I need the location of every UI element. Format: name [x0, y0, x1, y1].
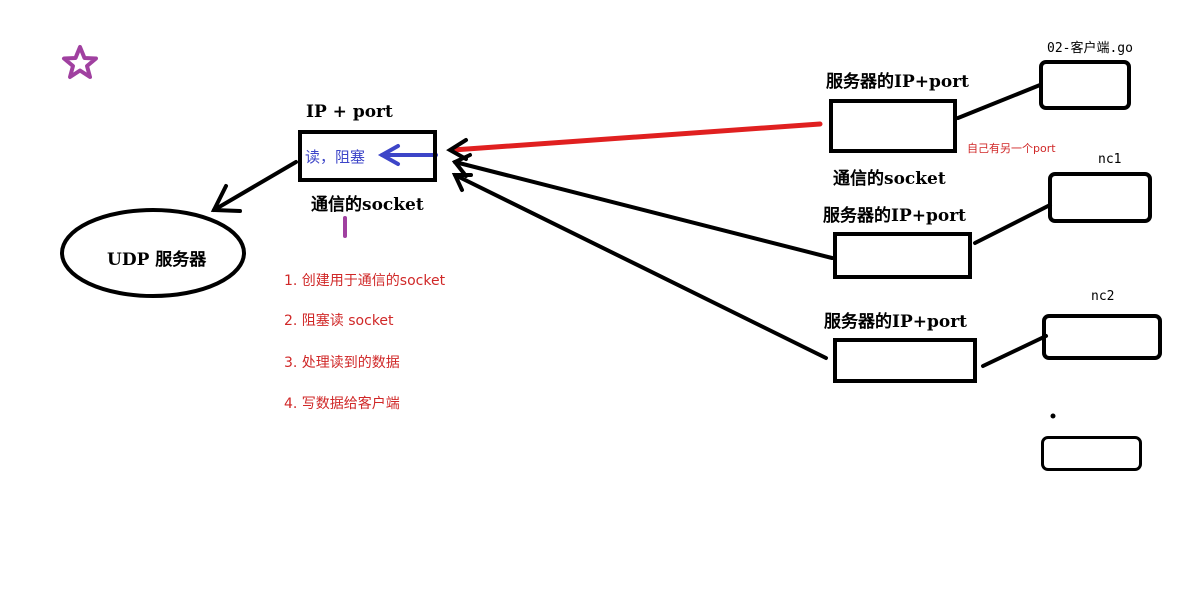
server-socket-box [298, 130, 437, 182]
ellipsis-dot [1050, 413, 1056, 419]
client-3-name-label: nc2 [1091, 289, 1115, 304]
red-arrow-head [446, 138, 468, 161]
client-1-port-note: 自己有另一个port [967, 142, 1056, 155]
client-3-box [1042, 314, 1162, 360]
arrow-to-udp-server [210, 160, 298, 213]
server-comm-socket-label: 通信的socket [311, 195, 424, 215]
udp-server-ellipse [60, 208, 246, 298]
client-2-name-label: nc1 [1098, 152, 1122, 167]
client-3-socket-box [833, 338, 977, 383]
client-2-socket-box [833, 232, 972, 279]
blue-read-arrow [377, 144, 438, 166]
red-arrow-client-1 [450, 121, 823, 153]
client-3-socket-label: 服务器的IP+port [824, 312, 968, 332]
step-3: 3. 处理读到的数据 [284, 355, 400, 371]
arrow-client-3 [451, 173, 828, 360]
step-4: 4. 写数据给客户端 [284, 396, 400, 412]
client-1-comm-socket-label: 通信的socket [833, 169, 946, 189]
star-icon [62, 45, 98, 79]
connector-lines [956, 83, 1052, 368]
step-2: 2. 阻塞读 socket [284, 313, 394, 329]
step-1: 1. 创建用于通信的socket [284, 273, 446, 289]
client-1-socket-label: 服务器的IP+port [826, 72, 970, 92]
client-1-box [1039, 60, 1131, 110]
server-ip-port-label: IP + port [306, 102, 393, 122]
udp-server-label: UDP 服务器 [107, 250, 207, 270]
server-socket-inner-label: 读，阻塞 [305, 148, 366, 166]
client-2-box [1048, 172, 1152, 223]
client-1-socket-box [829, 99, 957, 153]
client-more-box [1041, 436, 1142, 471]
client-2-socket-label: 服务器的IP+port [823, 206, 967, 226]
client-1-name-label: 02-客户端.go [1047, 41, 1133, 56]
arrow-client-2 [451, 153, 834, 260]
